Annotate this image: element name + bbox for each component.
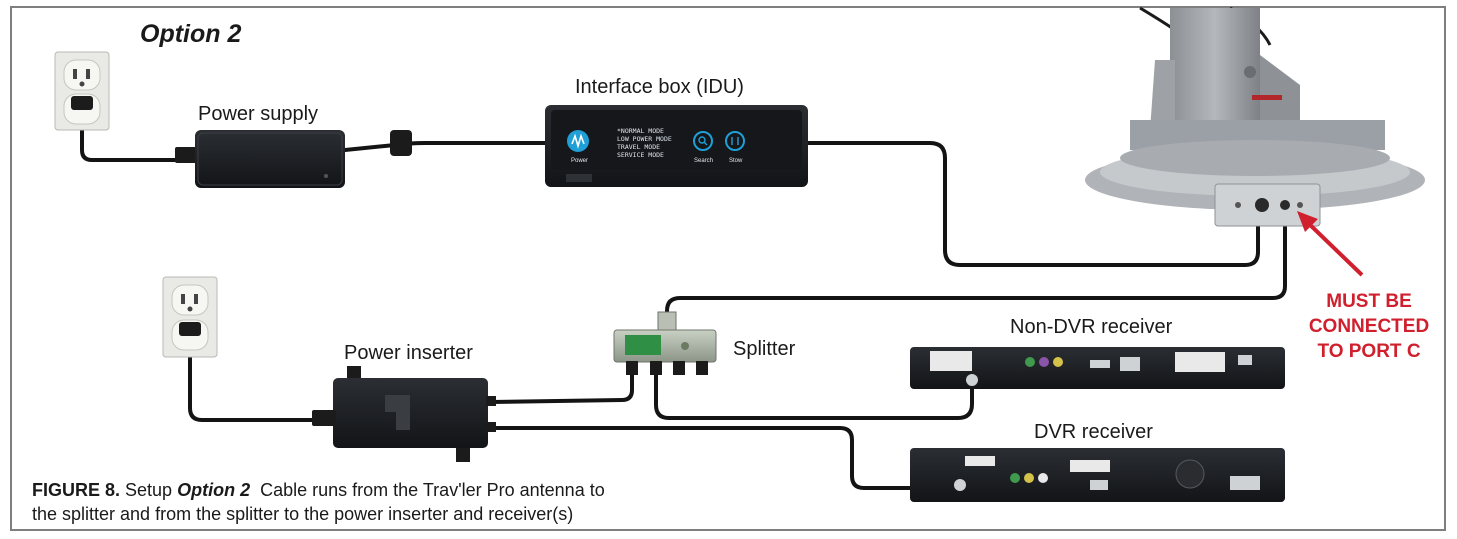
cable-antenna-port-c-to-splitter xyxy=(665,210,1287,332)
power-inserter xyxy=(312,366,496,462)
interface-box-idu: Power *NORMAL MODE LOW POWER MODE TRAVEL… xyxy=(545,105,808,187)
idu-power-label: Power xyxy=(571,158,588,164)
dvr-receiver xyxy=(910,448,1285,502)
non-dvr-receiver xyxy=(910,347,1285,389)
cable-splitter-to-power-inserter xyxy=(488,366,634,404)
warning-line-3: TO PORT C xyxy=(1317,341,1421,362)
idu-mode-4: SERVICE MODE xyxy=(617,151,664,159)
port-c-arrow xyxy=(1297,211,1364,277)
cable-idu-to-antenna xyxy=(806,141,1260,267)
caption-setup: Setup xyxy=(125,480,173,500)
caption-line-1: FIGURE 8. Setup Option 2 Cable runs from… xyxy=(32,478,605,502)
stow-button-icon xyxy=(725,131,745,151)
idu-mode-2: LOW POWER MODE xyxy=(617,135,672,143)
cable-outlet2-to-power-inserter xyxy=(188,343,334,422)
wall-outlet-bottom xyxy=(162,276,218,358)
interface-box-label: Interface box (IDU) xyxy=(575,76,744,98)
idu-search-label: Search xyxy=(694,158,713,164)
splitter xyxy=(613,311,717,375)
wall-outlet-top xyxy=(54,51,110,131)
idu-mode-1: *NORMAL MODE xyxy=(617,127,664,135)
power-supply-label: Power supply xyxy=(198,103,319,125)
figure-caption: FIGURE 8. Setup Option 2 Cable runs from… xyxy=(32,478,605,526)
warning-line-2: CONNECTED xyxy=(1308,316,1430,337)
caption-figure-number: FIGURE 8. xyxy=(32,480,121,500)
cable-power-inserter-to-dvr xyxy=(488,426,914,490)
option-title: Option 2 xyxy=(140,20,242,48)
caption-text-1: Cable runs from the Trav'ler Pro antenna… xyxy=(260,480,605,500)
cable-outlet1-to-power-supply xyxy=(80,100,197,162)
warning-line-1: MUST BE xyxy=(1326,291,1412,312)
caption-line-2: the splitter and from the splitter to th… xyxy=(32,504,574,524)
idu-mode-3: TRAVEL MODE xyxy=(617,143,660,151)
power-supply xyxy=(175,130,412,188)
cables xyxy=(80,100,1287,490)
port-c-connector xyxy=(1280,200,1290,210)
non-dvr-receiver-label: Non-DVR receiver xyxy=(1010,316,1173,338)
dvr-receiver-label: DVR receiver xyxy=(1034,421,1153,443)
splitter-label: Splitter xyxy=(733,338,796,360)
cable-power-supply-to-idu xyxy=(343,141,547,152)
power-inserter-label: Power inserter xyxy=(344,342,473,364)
caption-option: Option 2 xyxy=(177,480,251,500)
travler-pro-antenna xyxy=(1085,6,1425,227)
search-button-icon xyxy=(693,131,713,151)
port-a-connector xyxy=(1255,198,1269,212)
cable-splitter-to-non-dvr xyxy=(654,366,974,420)
idu-stow-label: Stow xyxy=(729,158,743,164)
power-button-icon xyxy=(567,130,589,152)
port-c-warning: MUST BE CONNECTED TO PORT C xyxy=(1296,289,1442,364)
figure-frame xyxy=(10,6,1446,531)
